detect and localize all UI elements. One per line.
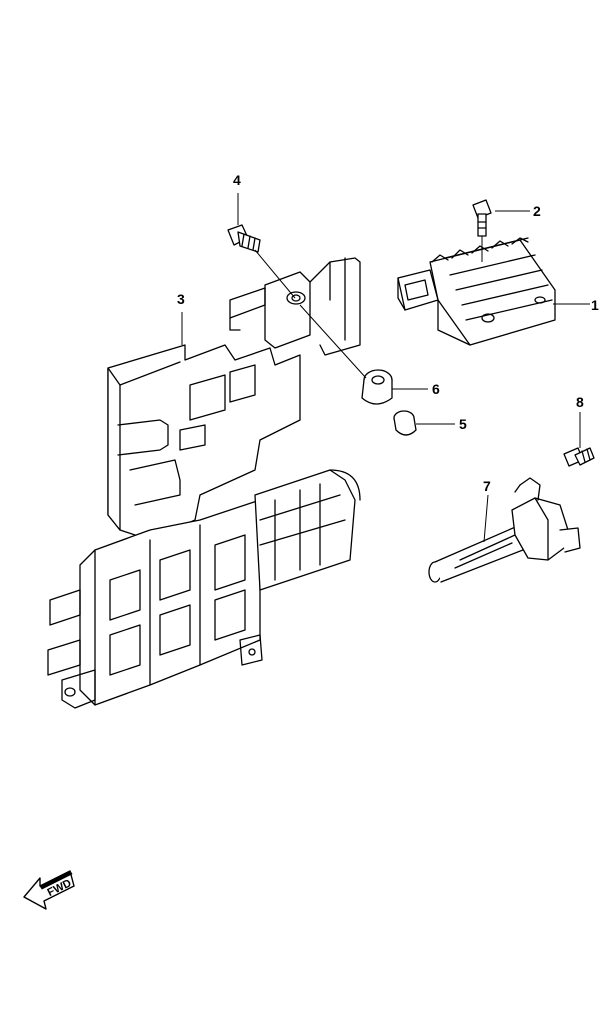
callout-4: 4 [233,172,241,188]
bolt-part-8 [563,447,595,467]
regulator-part-1 [397,237,556,346]
leader-line-6a [299,304,367,379]
bolt-part-2 [472,199,492,237]
callout-3: 3 [177,291,185,307]
leader-line-4b [254,249,296,299]
bracket-part-3 [47,257,361,709]
callout-5: 5 [459,416,467,432]
callout-7: 7 [483,478,491,494]
callout-1: 1 [591,297,599,313]
leader-lines [181,193,590,543]
callout-8: 8 [576,394,584,410]
callout-6: 6 [432,381,440,397]
bolt-part-4 [227,224,261,253]
callout-2: 2 [533,203,541,219]
fwd-direction-arrow: FWD [23,870,75,910]
ignition-coil-part-7 [428,477,581,583]
collar-part-5 [393,410,417,436]
leader-line-7 [483,494,489,543]
grommet-part-6 [361,369,393,405]
